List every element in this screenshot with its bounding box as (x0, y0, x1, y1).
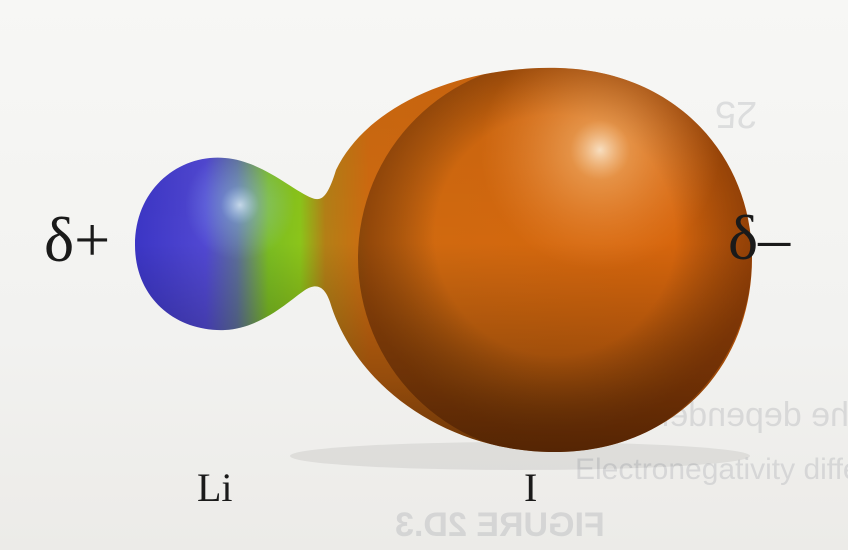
iodine-label: I (524, 465, 538, 510)
show-through-axis-label: Electronegativity difference, Δχ (575, 453, 848, 486)
lithium-label: Li (197, 465, 233, 510)
cast-shadow (290, 442, 750, 470)
partial-negative-label: δ– (728, 202, 791, 273)
lithium-highlight (185, 150, 295, 260)
iodine-highlight (480, 67, 720, 270)
electron-density-surface (135, 67, 752, 453)
partial-positive-label: δ+ (44, 204, 111, 275)
